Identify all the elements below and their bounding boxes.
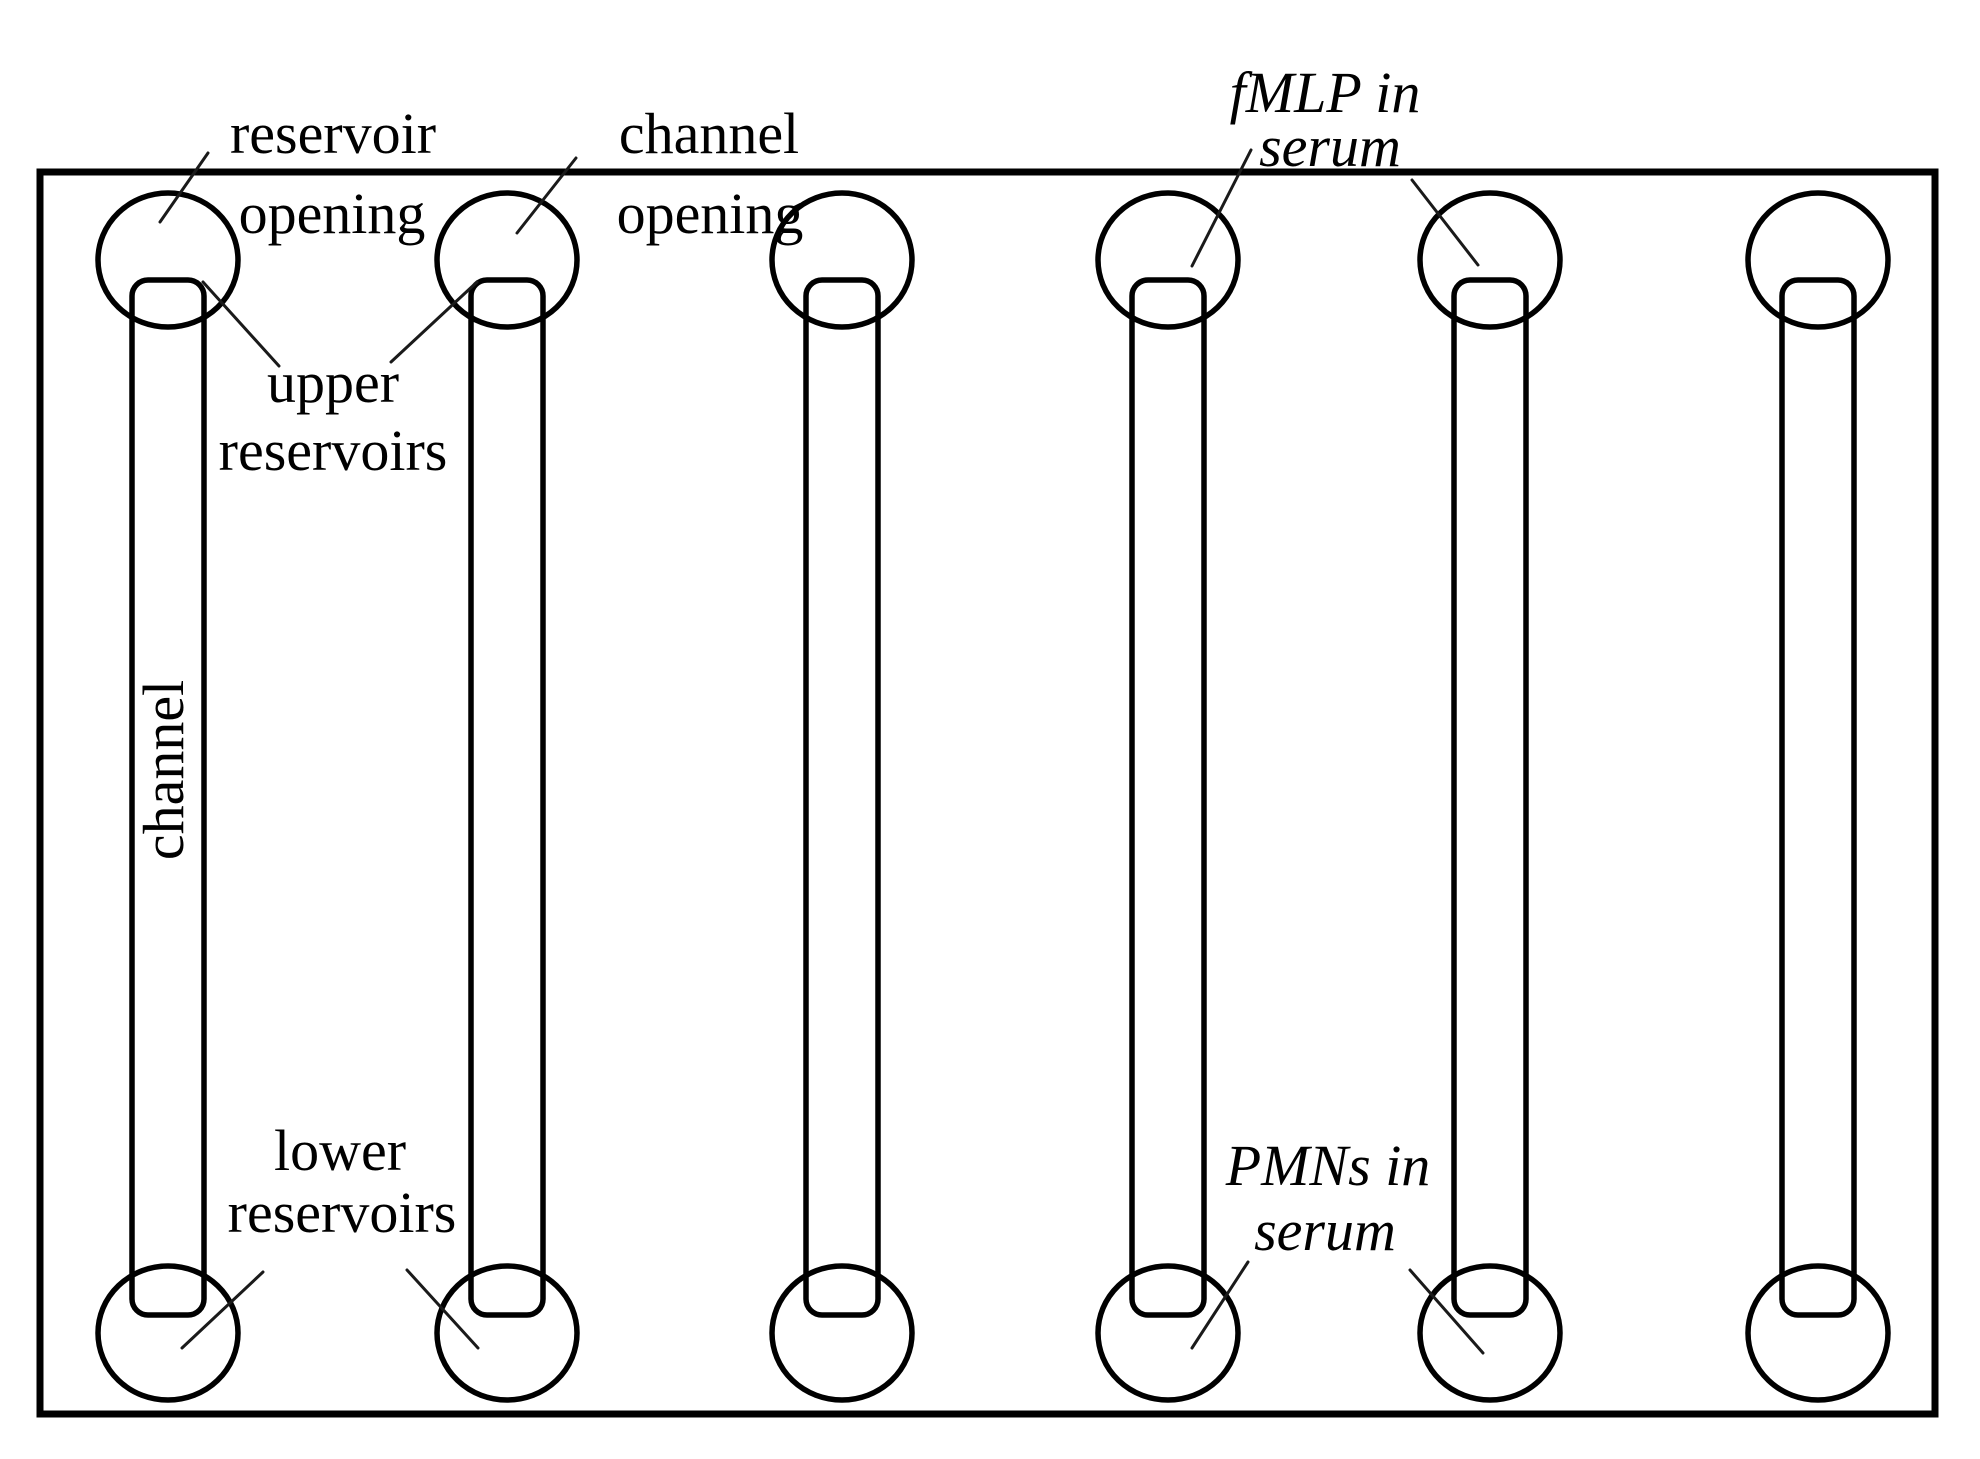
label-channel-rotated: channel — [131, 680, 196, 860]
label-lower-reservoirs-line1: lower — [274, 1118, 406, 1183]
label-reservoir-opening-line2: opening — [239, 181, 426, 246]
channel-5 — [1451, 277, 1529, 1318]
channel-unit-5 — [1417, 190, 1563, 1403]
upper-reservoir-2 — [434, 190, 580, 330]
label-reservoir-opening-line1: reservoir — [230, 101, 436, 166]
lower-reservoir-5 — [1417, 1263, 1563, 1403]
leader-pmns-to-reservoir-4 — [1190, 1260, 1250, 1350]
label-fmlp-line1: fMLP in — [1230, 60, 1421, 125]
upper-reservoir-6 — [1745, 190, 1891, 330]
lower-reservoir-4 — [1095, 1263, 1241, 1403]
label-channel-opening-line2: opening — [617, 181, 804, 246]
leader-pmns-to-reservoir-5 — [1408, 1268, 1485, 1355]
upper-reservoir-3 — [769, 190, 915, 330]
label-channel-opening-line1: channel — [619, 101, 799, 166]
label-pmns-line2: serum — [1254, 1198, 1396, 1263]
label-upper-reservoirs-line1: upper — [267, 350, 399, 415]
channel-unit-4 — [1095, 190, 1241, 1403]
label-fmlp-line2: serum — [1259, 114, 1401, 179]
channel-4 — [1129, 277, 1207, 1318]
lower-reservoir-3 — [769, 1263, 915, 1403]
leader-fmlp-to-reservoir-5 — [1410, 178, 1480, 267]
leader-fmlp-to-reservoir-4 — [1190, 148, 1253, 268]
leader-lower-reservoirs-right — [405, 1268, 480, 1350]
channel-unit-6 — [1745, 190, 1891, 1403]
leader-upper-reservoirs-left — [201, 280, 281, 368]
leader-lower-reservoirs-left — [180, 1270, 265, 1350]
channel-3 — [803, 277, 881, 1318]
channel-unit-1 — [95, 190, 241, 1403]
upper-reservoir-1 — [95, 190, 241, 330]
leader-reservoir-opening — [158, 151, 210, 224]
lower-reservoir-6 — [1745, 1263, 1891, 1403]
upper-reservoir-5 — [1417, 190, 1563, 330]
label-lower-reservoirs-line2: reservoirs — [228, 1180, 457, 1245]
leader-upper-reservoirs-right — [389, 280, 479, 364]
label-pmns-line1: PMNs in — [1225, 1133, 1431, 1198]
label-upper-reservoirs-line2: reservoirs — [219, 418, 448, 483]
channel-6 — [1779, 277, 1857, 1318]
lower-reservoir-2 — [434, 1263, 580, 1403]
channel-1 — [129, 277, 207, 1318]
channel-2 — [468, 277, 546, 1318]
channel-unit-3 — [769, 190, 915, 1403]
leader-channel-opening — [515, 156, 578, 235]
upper-reservoir-4 — [1095, 190, 1241, 330]
channel-unit-2 — [434, 190, 580, 1403]
chip-outline — [36, 168, 1939, 1418]
lower-reservoir-1 — [95, 1263, 241, 1403]
